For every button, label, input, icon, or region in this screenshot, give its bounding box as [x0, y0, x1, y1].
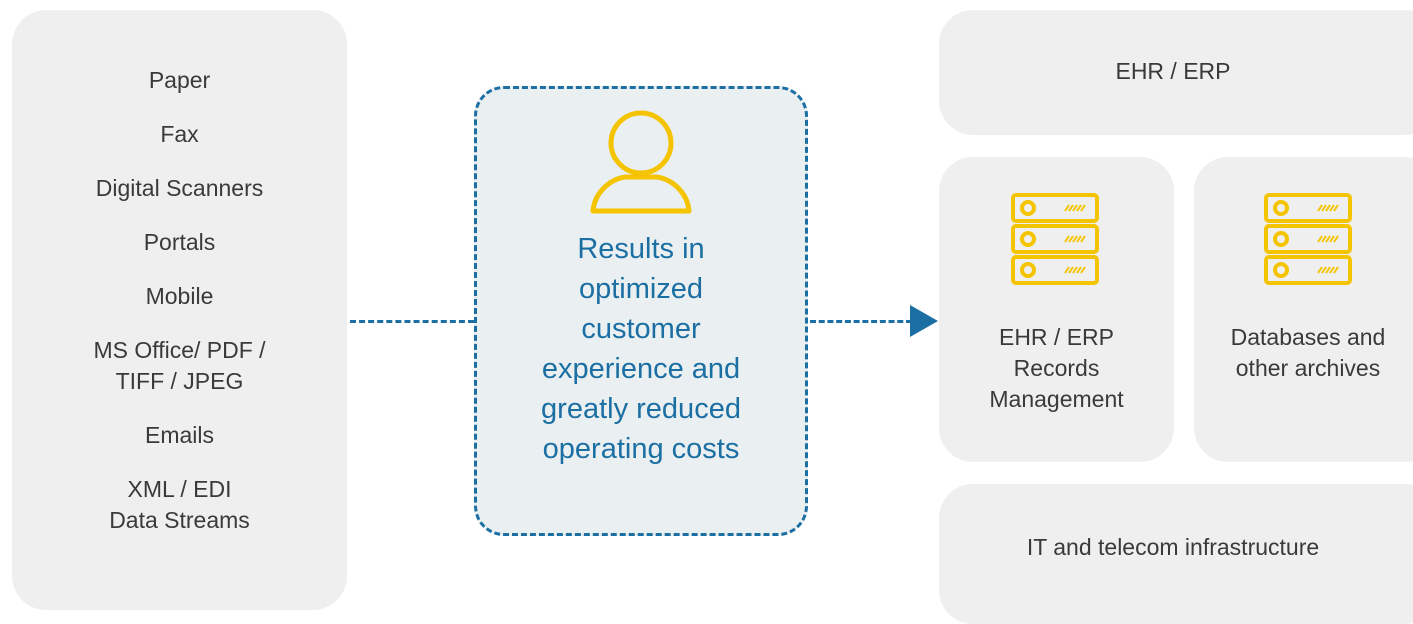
- source-item-digital-scanners: Digital Scanners: [95, 175, 264, 201]
- infrastructure-label: IT and telecom infrastructure: [1026, 534, 1320, 560]
- right-connector-line: [810, 320, 912, 323]
- infrastructure-box: IT and telecom infrastructure: [939, 484, 1413, 624]
- records-management-box: EHR / ERP Records Management: [939, 157, 1174, 462]
- source-item-fax: Fax: [160, 121, 199, 147]
- records-management-label: EHR / ERP Records Management: [989, 324, 1124, 412]
- databases-box: Databases and other archives: [1194, 157, 1413, 462]
- ehr-erp-box: EHR / ERP: [939, 10, 1413, 135]
- server-icon: [1011, 193, 1099, 285]
- server-icon: [1264, 193, 1352, 285]
- result-box: Results in optimized customer experience…: [474, 86, 808, 536]
- arrow-head-icon: [910, 305, 938, 337]
- source-item-paper: Paper: [148, 67, 211, 93]
- source-list: Paper Fax Digital Scanners Portals Mobil…: [12, 65, 347, 559]
- source-item-mobile: Mobile: [145, 283, 214, 309]
- left-connector-line: [350, 320, 474, 323]
- source-item-emails: Emails: [144, 422, 214, 448]
- person-icon: [590, 110, 692, 214]
- source-item-data-streams: XML / EDI Data Streams: [109, 476, 250, 533]
- databases-label: Databases and other archives: [1230, 324, 1386, 381]
- source-item-portals: Portals: [143, 229, 216, 255]
- result-text: Results in optimized customer experience…: [541, 233, 741, 465]
- ehr-erp-label: EHR / ERP: [1115, 58, 1231, 84]
- source-item-file-formats: MS Office/ PDF / TIFF / JPEG: [93, 337, 266, 394]
- sources-panel: Paper Fax Digital Scanners Portals Mobil…: [12, 10, 347, 610]
